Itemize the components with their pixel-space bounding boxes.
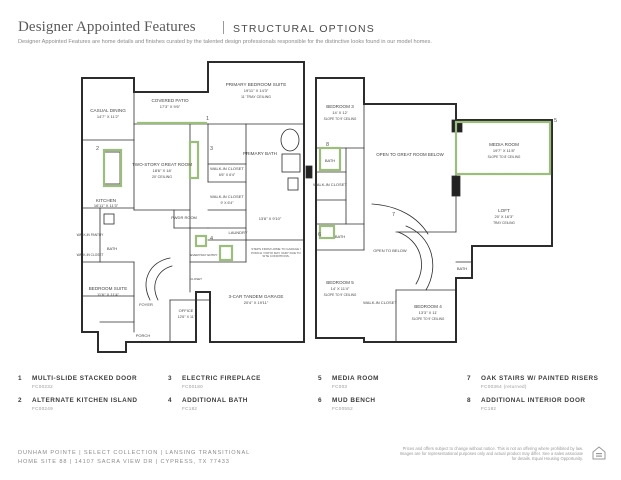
casual-dining-dim: 14'7" X 11'2" <box>97 114 120 119</box>
callout-8: 8 <box>326 142 329 148</box>
legend-label-1: MULTI-SLIDE STACKED DOOR <box>32 375 138 382</box>
legend-num-5: 5 <box>318 375 322 382</box>
garage-dim: 20'4" X 19'11" <box>244 300 269 305</box>
legend-label-3: ELECTRIC FIREPLACE <box>182 375 261 382</box>
bath-label: BATH <box>107 246 117 251</box>
callout-1: 1 <box>206 116 209 122</box>
office-dim: 12'6" X 11' <box>178 315 195 319</box>
legend-code-3: FC00180 <box>182 384 203 389</box>
legend-num-4: 4 <box>168 397 172 404</box>
legend-label-6: MUD BENCH <box>332 397 376 404</box>
office-label: OFFICE <box>179 308 194 313</box>
legend-num-2: 2 <box>18 397 22 404</box>
second-floor-plan <box>315 77 553 343</box>
bedroom-3-label: BEDROOM 3 <box>326 104 354 109</box>
legend-code-6: FC00552 <box>332 406 353 411</box>
bedroom-suite-dim: 11'6" X 11'4" <box>97 292 120 297</box>
legend-label-5: MEDIA ROOM <box>332 375 380 382</box>
walk-in-closet-b-label: WALK-IN CLOSET <box>363 300 397 305</box>
callout-6: 6 <box>318 232 321 238</box>
kitchen-label: KITCHEN <box>96 198 116 203</box>
legend-code-5: FC003 <box>332 384 348 389</box>
walk-in-closet-label: WALK-IN CLOSET <box>313 182 347 187</box>
legend-label-7: OAK STAIRS W/ PAINTED RISERS <box>481 375 599 382</box>
footer-address: HOME SITE 88 | 14107 SACRA VIEW DR | CYP… <box>18 459 230 465</box>
footer-disclaimer: Prices and offers subject to change with… <box>399 446 583 462</box>
first-floor-plan <box>81 61 305 353</box>
legend-num-6: 6 <box>318 397 322 404</box>
legend-code-7: FC00364 (returned) <box>481 384 527 389</box>
great-room-label: TWO-STORY GREAT ROOM <box>132 162 192 167</box>
legend-label-8: ADDITIONAL INTERIOR DOOR <box>481 397 586 404</box>
page-subtitle: Designer Appointed Features are home det… <box>18 39 432 45</box>
primary-bedroom-note: 11' TRAY CEILING <box>241 95 271 99</box>
bedroom-4-note: SLOPE TO 9' CEILING <box>412 317 445 321</box>
garage-label: 3-CAR TANDEM GARAGE <box>229 294 284 299</box>
covered-patio-dim: 17'3" X 9'6" <box>160 104 181 109</box>
bedroom-5-note: SLOPE TO 9' CEILING <box>324 293 357 297</box>
bedroom-5-label: BEDROOM 5 <box>326 280 354 285</box>
bedroom-3-dim: 14' X 12' <box>332 110 348 115</box>
loft-dim: 20' X 16'3" <box>495 214 515 219</box>
equal-housing-icon <box>592 446 606 460</box>
porch-label: PORCH <box>136 333 151 338</box>
bath-3-label: BATH <box>457 266 467 271</box>
legend-code-1: FC00232 <box>32 384 53 389</box>
legend-code-8: FC182 <box>481 406 497 411</box>
bedroom-4-label: BEDROOM 4 <box>414 304 442 309</box>
laundry-label: LAUNDRY <box>228 230 247 235</box>
media-room-note: SLOPE TO 8' CEILING <box>488 155 521 159</box>
legend-num-1: 1 <box>18 375 22 382</box>
section-title: STRUCTURAL OPTIONS <box>233 23 375 35</box>
foyer-label: FOYER <box>139 302 153 307</box>
footer-community: DUNHAM POINTE | SELECT COLLECTION | LANS… <box>18 450 251 456</box>
covered-patio-label: COVERED PATIO <box>151 98 189 103</box>
title-separator: | <box>222 19 226 35</box>
primary-bath-label: PRIMARY BATH <box>243 151 277 156</box>
primary-bedroom-dim: 19'11" X 14'3" <box>244 88 269 93</box>
page-title: Designer Appointed Features <box>18 19 196 35</box>
legend-label-2: ALTERNATE KITCHEN ISLAND <box>32 397 138 404</box>
legend-code-4: FC182 <box>182 406 198 411</box>
walk-in-closet-2-dim: 9' X 6'4" <box>220 201 234 205</box>
callout-3: 3 <box>210 146 213 152</box>
legend-num-8: 8 <box>467 397 471 404</box>
casual-dining-label: CASUAL DINING <box>90 108 126 113</box>
legend-code-2: FC00249 <box>32 406 53 411</box>
legend-label-4: ADDITIONAL BATH <box>182 397 248 404</box>
kitchen-dim: 16'11" X 11'3" <box>94 203 119 208</box>
bath-1-label: BATH <box>325 158 335 163</box>
closet-label: CLOSET <box>190 277 202 281</box>
primary-bedroom-label: PRIMARY BEDROOM SUITE <box>226 82 287 87</box>
loft-label: LOFT <box>498 208 510 213</box>
open-below-label: OPEN TO BELOW <box>373 248 407 253</box>
media-room-dim: 19'7" X 11'8" <box>493 148 516 153</box>
walk-in-closet-2-label: WALK-IN CLOSET <box>210 194 244 199</box>
great-room-dim: 18'6" X 18' <box>153 168 172 173</box>
bedroom-suite-label: BEDROOM SUITE <box>89 286 128 291</box>
loft-note: TRAY CEILING <box>493 221 515 225</box>
walk-in-closet-3-label: WALK-IN CLOSET <box>77 253 104 257</box>
garage-note: STEPS FROM HOME TO GARAGE / PORCH / PATI… <box>251 248 301 259</box>
bedroom-3-note: SLOPE TO 9' CEILING <box>324 117 357 121</box>
callout-7: 7 <box>392 212 395 218</box>
bath-2-label: BATH <box>335 234 345 239</box>
media-room-label: MEDIA ROOM <box>489 142 519 147</box>
great-room-note: 20' CEILING <box>152 175 172 179</box>
walk-in-closet-1-dim: 6'6" X 6'4" <box>219 173 236 177</box>
callout-2: 2 <box>96 146 99 152</box>
powder-room-label: PWDR ROOM <box>171 215 197 220</box>
callout-5: 5 <box>554 118 557 124</box>
garage-dim2: 13'8" X 9'10" <box>259 216 282 221</box>
open-great-room-label: OPEN TO GREAT ROOM BELOW <box>376 152 444 157</box>
walk-in-closet-1-label: WALK-IN CLOSET <box>210 166 244 171</box>
legend-num-7: 7 <box>467 375 471 382</box>
everyday-entry-label: EVERYDAY ENTRY <box>191 253 218 257</box>
legend-num-3: 3 <box>168 375 172 382</box>
walk-in-pantry-label: WALK-IN PANTRY <box>77 233 105 237</box>
bedroom-5-dim: 14' X 11'4" <box>331 286 350 291</box>
callout-4: 4 <box>210 236 213 242</box>
bedroom-4-dim: 13'3" X 11' <box>419 310 438 315</box>
